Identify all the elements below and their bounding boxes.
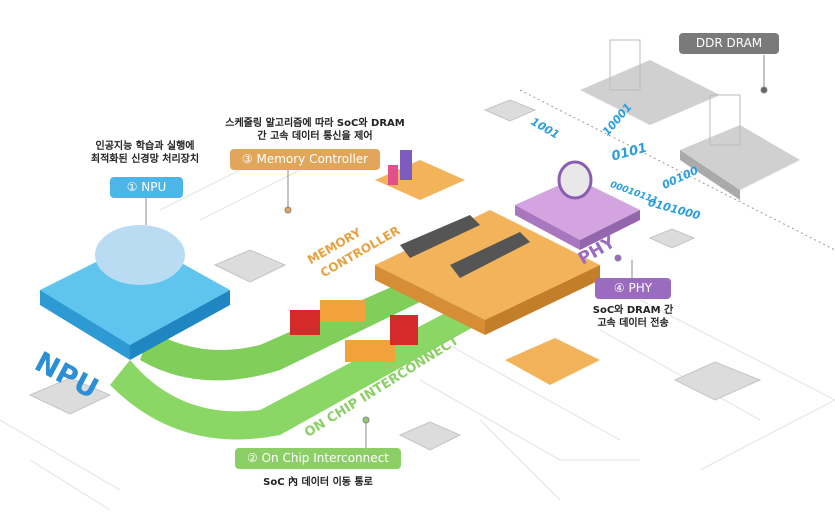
memory-controller-platform <box>375 150 600 335</box>
decor-chips <box>28 99 762 451</box>
phy-desc-line2: 고속 데이터 전송 <box>597 318 669 329</box>
npu-desc-line1: 인공지능 학습과 실행에 <box>95 141 195 152</box>
npu-label: ① NPU <box>110 177 183 198</box>
forklift-platform <box>505 338 600 385</box>
memory-controller-description: 스케줄링 알고리즘에 따라 SoC와 DRAM 간 고속 데이터 통신을 제어 <box>205 117 425 143</box>
npu-desc-line2: 최적화된 신경망 처리장치 <box>90 154 200 165</box>
label-leaders <box>145 55 768 448</box>
phy-label: ④ PHY <box>595 278 671 299</box>
brain-icon <box>95 225 185 285</box>
phy-platform <box>515 160 640 250</box>
trucks <box>290 300 418 362</box>
phy-desc-line1: SoC와 DRAM 간 <box>592 305 674 316</box>
memory-controller-label: ③ Memory Controller <box>230 149 380 170</box>
mc-desc-line2: 간 고속 데이터 통신을 제어 <box>257 131 373 142</box>
dram-divider-line <box>519 89 835 251</box>
dram-platforms <box>580 39 800 200</box>
circuit-traces <box>0 159 835 511</box>
phy-description: SoC와 DRAM 간 고속 데이터 전송 <box>583 304 683 330</box>
interconnect-description: SoC 內 데이터 이동 통로 <box>263 477 373 488</box>
satellite-dish-icon <box>557 160 593 200</box>
npu-description: 인공지능 학습과 실행에 최적화된 신경망 처리장치 <box>70 140 220 166</box>
dram-label: DDR DRAM <box>679 33 779 54</box>
mc-desc-line1: 스케줄링 알고리즘에 따라 SoC와 DRAM <box>225 118 405 129</box>
interconnect-label: ② On Chip Interconnect <box>235 448 401 469</box>
npu-platform <box>40 225 230 360</box>
